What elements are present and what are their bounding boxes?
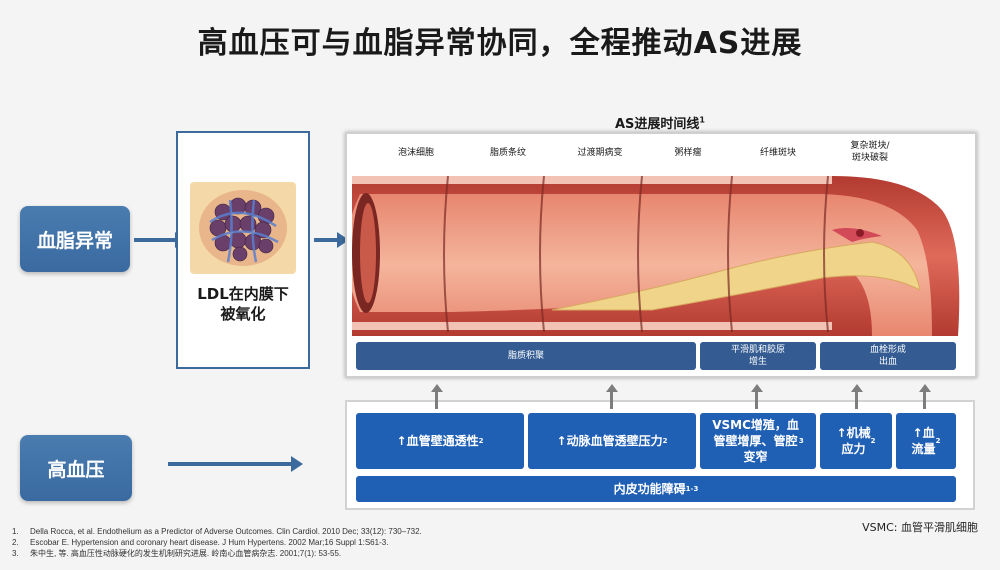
reference-item: 2.Escobar E. Hypertension and coronary h… <box>12 538 389 547</box>
timeline-title: AS进展时间线1 <box>614 115 705 132</box>
process-bar-thrombosis: 血栓形成 出血 <box>820 342 956 370</box>
up-arrow-stem <box>435 391 438 409</box>
up-arrow-icon <box>606 384 618 392</box>
stage-label: 纤维斑块 <box>759 148 796 158</box>
artery-illustration <box>352 175 960 336</box>
stage-label: 脂质条纹 <box>489 148 526 158</box>
up-arrow-stem <box>755 391 758 409</box>
stage-label: 泡沫细胞 <box>397 148 434 158</box>
up-arrow-stem <box>923 391 926 409</box>
reference-item: 3.朱中生, 等. 高血压性动脉硬化的发生机制研究进展. 岭南心血管病杂志. 2… <box>12 549 342 558</box>
dyslipidemia-label: 血脂异常 <box>36 229 113 252</box>
arrow-hypertension-to-factors <box>168 462 292 466</box>
arrow-head-icon <box>291 456 303 472</box>
up-arrow-stem <box>855 391 858 409</box>
stage-label: 复杂斑块/ 斑块破裂 <box>850 141 890 163</box>
arrow-dyslipidemia-to-ldl <box>134 238 176 242</box>
up-arrow-icon <box>751 384 763 392</box>
up-arrow-stem <box>610 391 613 409</box>
arrow-ldl-to-artery <box>314 238 338 242</box>
up-arrow-icon <box>851 384 863 392</box>
process-bar-lipid: 脂质积聚 <box>356 342 696 370</box>
reference-item: 1.Della Rocca, et al. Endothelium as a P… <box>12 527 422 536</box>
hypertension-label: 高血压 <box>47 458 105 481</box>
ldl-label-line2: 被氧化 <box>220 305 266 323</box>
page-title: 高血压可与血脂异常协同，全程推动AS进展 <box>197 26 803 61</box>
up-arrow-icon <box>919 384 931 392</box>
process-bar-smooth-muscle: 平滑肌和胶原 增生 <box>700 342 816 370</box>
hypertension-box: 高血压 <box>20 435 132 501</box>
stage-label: 粥样瘤 <box>674 148 702 158</box>
references: 1.Della Rocca, et al. Endothelium as a P… <box>12 526 422 559</box>
dyslipidemia-box: 血脂异常 <box>20 206 130 272</box>
ldl-label: LDL在内膜下 被氧化 <box>176 284 310 324</box>
ldl-label-line1: LDL在内膜下 <box>197 285 289 303</box>
stage-label: 过渡期病变 <box>577 148 623 158</box>
ldl-particle-icon <box>190 182 296 274</box>
vsmc-note: VSMC: 血管平滑肌细胞 <box>862 521 978 534</box>
up-arrow-icon <box>431 384 443 392</box>
